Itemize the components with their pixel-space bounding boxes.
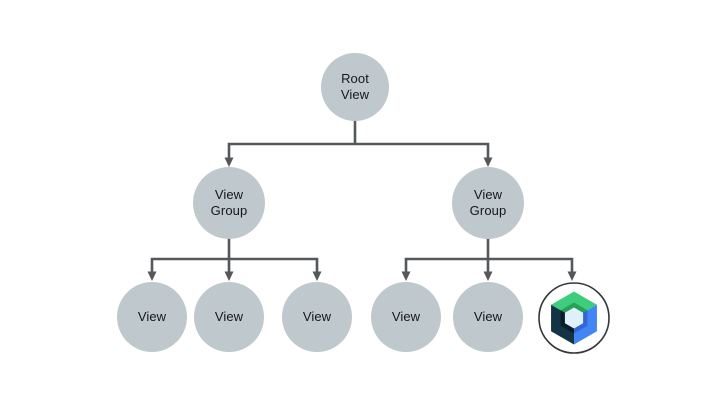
- view-node-circle: [282, 282, 352, 352]
- arrowhead-icon: [401, 271, 411, 281]
- connector-lines: [150, 119, 574, 273]
- arrowhead-icon: [567, 271, 577, 281]
- view-node-circle: [371, 282, 441, 352]
- arrowhead-icon: [147, 271, 157, 281]
- root-view-node-circle: [321, 53, 389, 121]
- view-group-left-label: View Group: [210, 187, 248, 218]
- view-leaf-label: View: [302, 309, 332, 324]
- view-leaf-label: View: [137, 309, 167, 324]
- level1-branch-line: [227, 142, 490, 159]
- arrowhead-icon: [312, 271, 322, 281]
- view-group-right-label: View Group: [469, 187, 507, 218]
- view-leaf-label: View: [391, 309, 421, 324]
- view-leaf-label: View: [214, 309, 244, 324]
- view-node-circle: [453, 282, 523, 352]
- view-group-right-node-circle: [452, 167, 524, 239]
- arrowhead-icon: [483, 157, 493, 167]
- connector-arrowheads: [147, 157, 577, 281]
- arrowhead-icon: [483, 271, 493, 281]
- jetpack-compose-icon: [551, 291, 597, 345]
- left-branch-line: [150, 257, 319, 273]
- arrowhead-icon: [224, 157, 234, 167]
- compose-center-hexagon: [564, 307, 584, 329]
- view-node-circle: [194, 282, 264, 352]
- arrowhead-icon: [224, 271, 234, 281]
- view-node-circle: [117, 282, 187, 352]
- view-leaf-label: View: [473, 309, 503, 324]
- root-view-label: Root View: [340, 71, 370, 102]
- view-group-left-node-circle: [193, 167, 265, 239]
